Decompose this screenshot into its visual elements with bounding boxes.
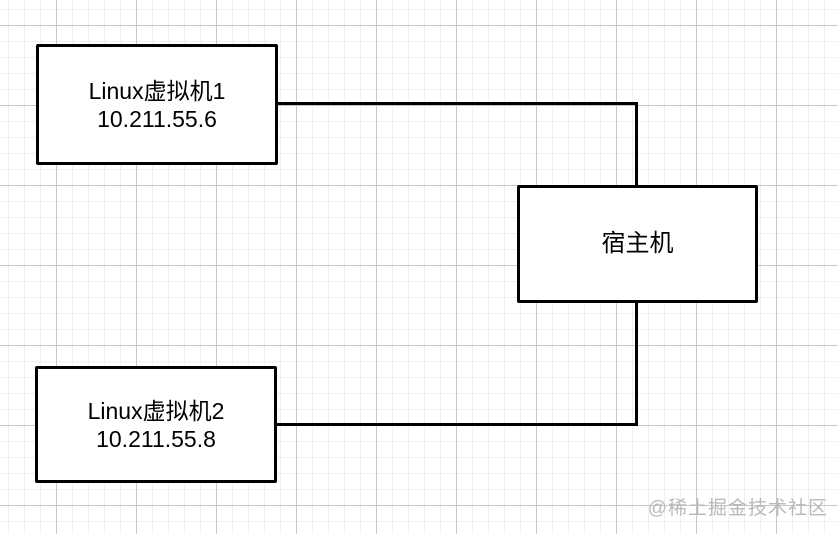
- edge-host-vm2-horizontal: [277, 423, 638, 426]
- node-host-machine-title: 宿主机: [601, 230, 674, 257]
- node-linux-vm1: Linux虚拟机1 10.211.55.6: [36, 44, 278, 165]
- node-linux-vm2-title: Linux虚拟机2: [87, 397, 225, 424]
- edge-vm1-host-horizontal: [277, 102, 638, 105]
- edge-vm1-host-vertical: [635, 102, 638, 188]
- node-linux-vm2-ip: 10.211.55.8: [96, 425, 216, 452]
- node-linux-vm2: Linux虚拟机2 10.211.55.8: [35, 366, 277, 483]
- node-linux-vm1-title: Linux虚拟机1: [88, 77, 226, 104]
- node-host-machine: 宿主机: [517, 185, 758, 303]
- edge-host-vm2-vertical: [635, 300, 638, 426]
- juejin-watermark: @稀土掘金技术社区: [647, 498, 828, 519]
- node-linux-vm1-ip: 10.211.55.6: [97, 105, 217, 132]
